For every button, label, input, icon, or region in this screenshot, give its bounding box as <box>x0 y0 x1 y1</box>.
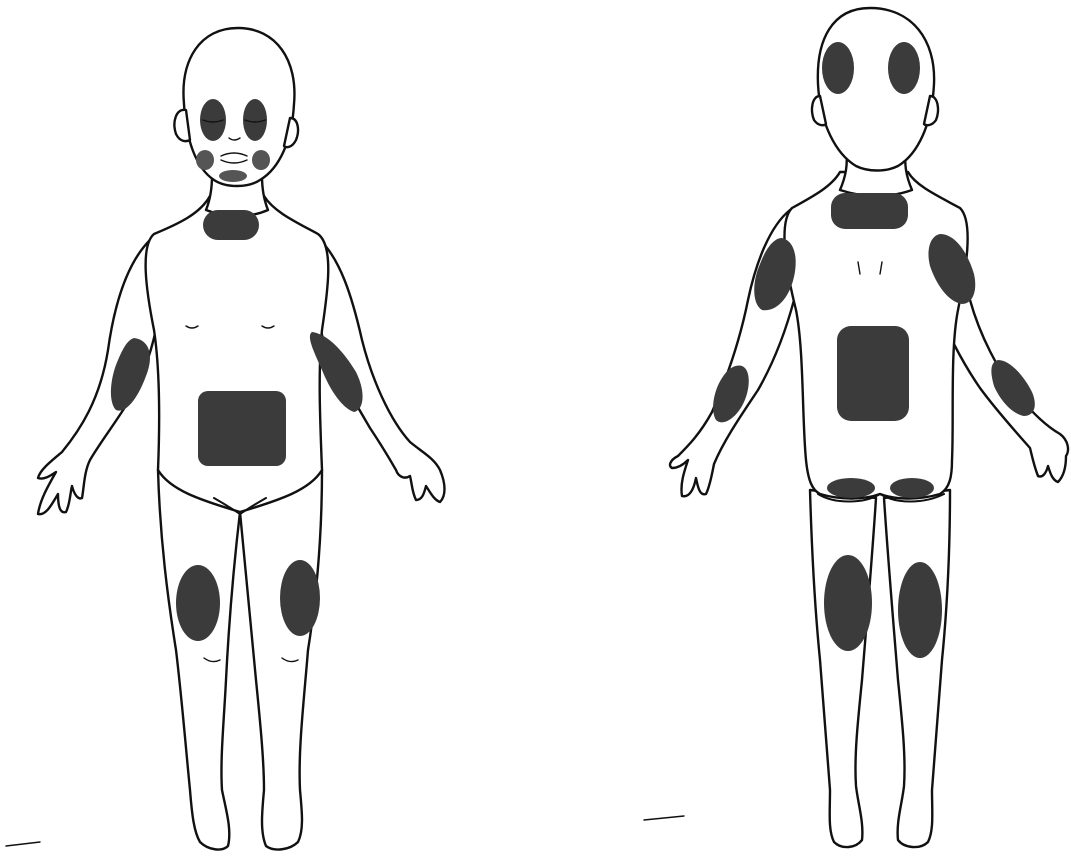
front-abdomen-region <box>198 391 286 466</box>
front-left-knee-region <box>176 565 220 641</box>
back-left-head-region <box>822 42 854 94</box>
front-chin-region <box>219 170 247 182</box>
back-right-head-region <box>888 42 920 94</box>
front-left-ear <box>174 110 190 141</box>
back-upper-back-region <box>831 193 908 229</box>
front-neck-region <box>203 210 259 240</box>
front-view-figure <box>38 28 445 849</box>
back-right-thigh-region <box>898 562 942 658</box>
back-right-buttock-region <box>890 478 934 498</box>
back-left-buttock-region <box>827 478 875 498</box>
back-right-leg <box>884 490 950 847</box>
scan-mark-right <box>644 816 684 820</box>
back-left-thigh-region <box>824 555 872 651</box>
scan-mark-left <box>6 842 40 846</box>
front-right-cheek-region <box>252 150 270 170</box>
front-right-leg <box>240 470 322 849</box>
front-left-leg <box>158 470 240 849</box>
back-left-leg <box>810 490 876 847</box>
back-lower-back-region <box>837 326 909 421</box>
back-view-figure <box>670 8 1068 847</box>
front-left-cheek-region <box>196 150 214 170</box>
front-right-knee-region <box>280 560 320 636</box>
